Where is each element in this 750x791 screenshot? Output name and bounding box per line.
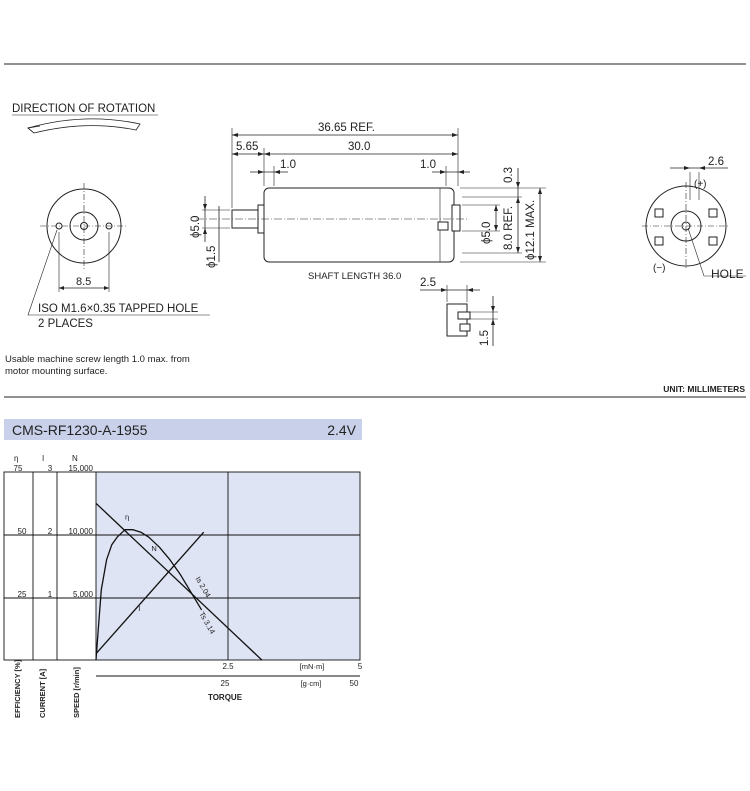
screw-note-line2: motor mounting surface. xyxy=(5,366,107,377)
shaft-length-note: SHAFT LENGTH 36.0 xyxy=(308,271,401,282)
rear-terminal-3 xyxy=(654,236,664,246)
front-dim-8-5: 8.5 xyxy=(76,276,91,288)
rear-minus-label: (−) xyxy=(653,263,666,274)
rotation-arrowhead-icon xyxy=(27,125,41,134)
performance-chart: η I N 75 50 25 3 2 1 15,000 10,000 5,000… xyxy=(3,454,363,718)
chart-annotation-1: N xyxy=(151,544,156,553)
spd-axis-label: SPEED [r/min] xyxy=(72,667,81,718)
side-rear-boss xyxy=(451,204,461,232)
torque-mnm-unit: [mN·m] xyxy=(300,662,325,671)
dim-overall: 36.65 REF. xyxy=(318,122,375,134)
rear-dim: 2.6 xyxy=(708,156,724,168)
cur-tick-3: 3 xyxy=(48,464,53,473)
eff-axis-label: EFFICIENCY [%] xyxy=(13,659,22,718)
dim-max-dia: ϕ12.1 MAX. xyxy=(525,200,537,260)
term-height-arrows-icon xyxy=(491,306,495,325)
cur-symbol: I xyxy=(42,454,44,463)
dim-left-gap: 1.0 xyxy=(280,159,296,171)
series-layer xyxy=(95,502,263,661)
terminal-tab xyxy=(457,311,471,320)
hole-leader-line xyxy=(27,229,210,316)
dim-shaft-small-dia: ϕ1.5 xyxy=(206,246,218,268)
hole-note-line1: ISO M1.6×0.35 TAPPED HOLE xyxy=(38,303,199,315)
spd-tick-5000: 5,000 xyxy=(73,590,94,599)
chart-voltage: 2.4V xyxy=(327,422,356,438)
hole-note-line2: 2 PLACES xyxy=(38,318,93,330)
front-dim-arrows-icon xyxy=(59,286,109,290)
rotation-arrow-icon xyxy=(27,118,141,134)
torque-mnm-tick-2-5: 2.5 xyxy=(222,662,234,671)
series-line-1 xyxy=(95,531,205,655)
dim-shaft-dia: ϕ5.0 xyxy=(190,216,202,238)
eff-symbol: η xyxy=(14,454,18,463)
rear-dim-arrows-icon xyxy=(684,166,705,170)
terminal-height: 1.5 xyxy=(479,330,491,346)
chart-annotation-0: η xyxy=(125,513,129,522)
rear-hole-label: HOLE xyxy=(711,267,744,281)
unit-label: UNIT: MILLIMETERS xyxy=(663,384,745,394)
chart-model: CMS-RF1230-A-1955 xyxy=(12,422,148,438)
spd-tick-10000: 10,000 xyxy=(69,527,94,536)
rear-view: 2.6 (+) (−) HOLE xyxy=(642,156,746,281)
chart-header-bar xyxy=(4,419,362,440)
series-line-0 xyxy=(95,502,263,661)
torque-mnm-tick-5: 5 xyxy=(358,662,363,671)
spd-tick-15000: 15,000 xyxy=(69,464,94,473)
torque-gcm-unit: [g·cm] xyxy=(301,679,322,688)
side-view: 36.65 REF. 5.65 30.0 1.0 1.0 ϕ5.0 ϕ1.5 0… xyxy=(190,122,546,282)
rear-plus-label: (+) xyxy=(694,179,707,190)
eff-tick-50: 50 xyxy=(18,527,27,536)
rear-terminal-minus xyxy=(708,208,718,218)
screw-note-line1: Usable machine screw length 1.0 max. fro… xyxy=(5,354,190,365)
chart-annotation-2: I xyxy=(138,604,140,613)
eff-tick-25: 25 xyxy=(18,590,27,599)
torque-gcm-tick-25: 25 xyxy=(221,679,230,688)
terminal-tab-lower xyxy=(459,323,471,332)
terminal-detail: 2.5 1.5 xyxy=(420,277,498,346)
rear-hole-leader xyxy=(687,227,746,277)
dim-right-arrows-icon xyxy=(494,182,542,262)
chart-frame xyxy=(3,471,361,661)
series-line-2 xyxy=(95,529,203,661)
rotation-label: DIRECTION OF ROTATION xyxy=(12,103,155,115)
dim-boss-dia: ϕ5.0 xyxy=(481,222,493,244)
side-body xyxy=(263,187,455,263)
dim-right-gap: 1.0 xyxy=(420,159,436,171)
dim-top-gap: 0.3 xyxy=(503,167,515,183)
rear-terminal-plus xyxy=(654,208,664,218)
cur-axis-label: CURRENT [A] xyxy=(38,668,47,718)
rear-terminal-4 xyxy=(708,236,718,246)
torque-axis-label: TORQUE xyxy=(208,693,243,702)
dim-ref-dia: 8.0 REF. xyxy=(503,206,515,250)
eff-tick-75: 75 xyxy=(14,464,23,473)
cur-tick-1: 1 xyxy=(48,590,53,599)
front-view: 8.5 ISO M1.6×0.35 TAPPED HOLE 2 PLACES xyxy=(27,183,210,330)
torque-gcm-tick-50: 50 xyxy=(350,679,359,688)
dim-shaft-dia-arrows-icon xyxy=(203,204,207,234)
side-terminal xyxy=(437,221,449,231)
terminal-width: 2.5 xyxy=(420,277,436,289)
spd-symbol: N xyxy=(72,454,78,463)
cur-tick-2: 2 xyxy=(48,527,53,536)
dim-shaft-offset: 5.65 xyxy=(236,141,258,153)
dim-body-length: 30.0 xyxy=(348,141,370,153)
